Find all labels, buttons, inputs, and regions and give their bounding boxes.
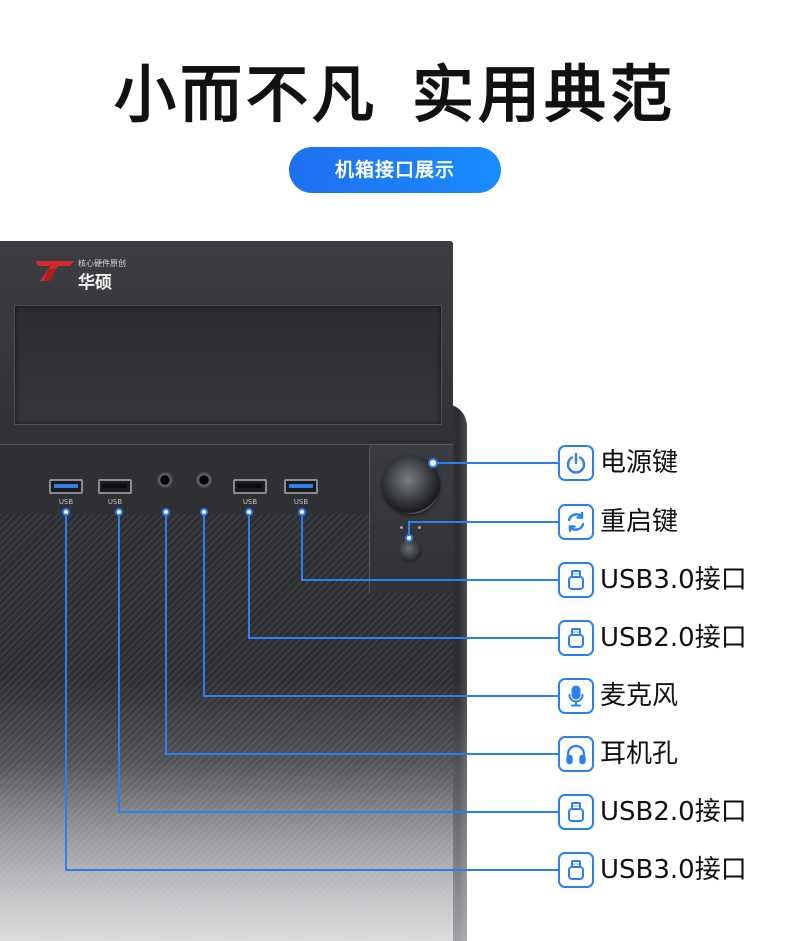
callout-usb3-right	[558, 562, 594, 598]
dot-power	[428, 458, 438, 468]
brand-logo-icon	[36, 261, 74, 281]
usb-icon	[568, 628, 584, 648]
reset-button	[398, 539, 422, 563]
callout-power	[558, 445, 594, 481]
section-badge: 机箱接口展示	[289, 147, 501, 193]
callout-headphone	[558, 736, 594, 772]
dot-usb3-right	[298, 508, 306, 516]
power-icon	[566, 452, 586, 474]
usb-icon	[568, 570, 584, 590]
headline-part1: 小而不凡	[113, 58, 378, 131]
usb2-port-right	[233, 479, 267, 494]
chassis-front: 核心硬件原创 华硕	[0, 241, 453, 941]
brand-tagline: 核心硬件原创	[78, 259, 126, 268]
callout-usb2-right	[558, 620, 594, 656]
callout-usb3-left	[558, 852, 594, 888]
usb-port-label: USB	[242, 498, 258, 506]
hdd-led	[418, 526, 421, 529]
headphone-jack	[156, 471, 174, 489]
callout-microphone	[558, 678, 594, 714]
dot-usb2-left	[115, 508, 123, 516]
callout-label-restart: 重启键	[600, 507, 679, 537]
callout-label-microphone: 麦克风	[600, 681, 679, 711]
line-mic	[203, 512, 558, 697]
callout-label-headphone: 耳机孔	[600, 739, 679, 769]
headphone-icon	[566, 744, 586, 765]
callout-label-power: 电源键	[600, 448, 679, 478]
callout-label-usb2-right: USB2.0接口	[600, 623, 747, 653]
callout-usb2-left	[558, 794, 594, 830]
dot-restart	[405, 534, 413, 542]
drive-bay	[14, 305, 442, 425]
dot-usb3-left	[62, 508, 70, 516]
usb-port-label: USB	[107, 498, 123, 506]
callout-restart	[558, 504, 594, 540]
headline: 小而不凡实用典范	[0, 52, 790, 138]
brand-name: 华硕	[78, 273, 112, 293]
microphone-icon	[568, 685, 584, 707]
headline-part2: 实用典范	[412, 58, 677, 131]
usb3-port-left	[49, 479, 83, 494]
callout-label-usb3-right: USB3.0接口	[600, 565, 747, 595]
line-usb2-right	[248, 512, 558, 639]
dot-mic	[200, 508, 208, 516]
usb-icon	[568, 860, 584, 880]
line-headphone	[165, 512, 558, 755]
line-usb3-right	[301, 512, 558, 581]
usb-icon	[568, 802, 584, 822]
usb3-port-right	[284, 479, 318, 494]
usb2-port-left	[98, 479, 132, 494]
line-usb3-left	[65, 512, 558, 871]
callout-label-usb2-left: USB2.0接口	[600, 797, 747, 827]
restart-icon	[567, 511, 585, 533]
microphone-jack	[195, 471, 213, 489]
usb-port-label: USB	[58, 498, 74, 506]
dot-usb2-right	[245, 508, 253, 516]
line-restart	[408, 521, 558, 538]
line-usb2-left	[118, 512, 558, 813]
usb-port-label: USB	[293, 498, 309, 506]
callout-label-usb3-left: USB3.0接口	[600, 855, 747, 885]
dot-headphone	[162, 508, 170, 516]
power-led	[400, 526, 403, 529]
